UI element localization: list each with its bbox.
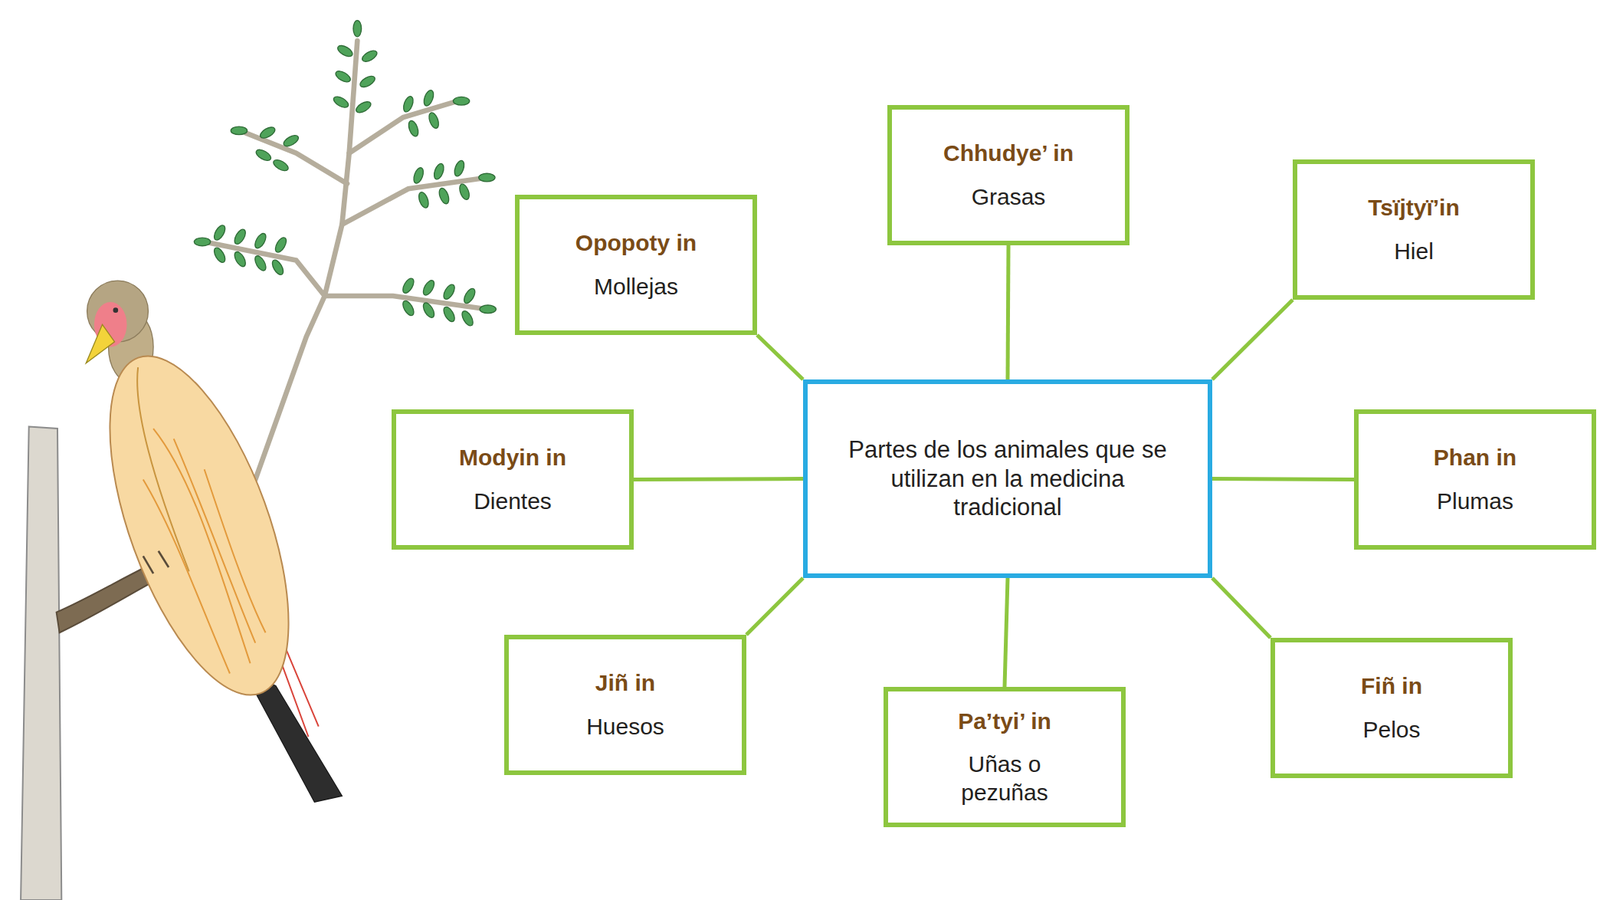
leaf: [459, 308, 476, 328]
connector-line: [1004, 577, 1008, 687]
category-box: Phan in Plumas: [1354, 409, 1597, 550]
leaf: [230, 126, 247, 135]
leaf: [193, 237, 210, 246]
leaf: [353, 20, 362, 37]
connector-line: [757, 334, 804, 380]
leaf: [270, 258, 286, 277]
branch: [209, 242, 325, 296]
leaves: [193, 20, 496, 328]
node-body: Huesos: [586, 712, 665, 741]
leaf: [478, 173, 496, 182]
node-body: Dientes: [473, 487, 552, 516]
bird-beak: [85, 324, 115, 364]
connector-line: [746, 577, 804, 635]
leaf: [462, 286, 478, 305]
leaf: [254, 147, 273, 163]
leaf: [400, 298, 417, 318]
branch: [245, 132, 348, 184]
leaf: [272, 157, 291, 174]
leaf: [232, 249, 248, 269]
node-body: Mollejas: [593, 272, 679, 302]
bird-eye: [113, 307, 119, 313]
node-heading: Fiñ in: [1360, 672, 1423, 701]
node-body: Uñas o pezuñas: [939, 750, 1070, 807]
leaf: [406, 119, 420, 138]
leaf: [452, 96, 469, 105]
node-heading: Jiñ in: [595, 668, 656, 698]
leaf: [400, 276, 417, 296]
node-heading: Phan in: [1433, 443, 1517, 473]
node-body: Plumas: [1436, 487, 1514, 516]
leaf: [212, 223, 228, 243]
category-box: Pa’tyi’ in Uñas o pezuñas: [883, 686, 1126, 827]
node-heading: Pa’tyi’ in: [957, 707, 1052, 736]
connector-line: [1212, 577, 1271, 638]
branch: [341, 178, 480, 225]
center-box: Partes de los animales que se utilizan e…: [803, 379, 1213, 578]
category-box: Tsïjtyï’inHiel: [1292, 159, 1535, 300]
bird-feet: [143, 550, 169, 574]
connector-line: [1212, 478, 1355, 480]
leaf: [422, 88, 436, 108]
wing-outline: [137, 367, 190, 571]
tree-trunk: [20, 426, 62, 900]
leaf: [334, 68, 353, 85]
leaf: [232, 227, 248, 246]
leaf: [252, 231, 269, 250]
category-box: Fiñ in Pelos: [1270, 637, 1513, 778]
leaf: [441, 304, 457, 324]
node-heading: Modyin in: [459, 443, 567, 473]
leaf: [281, 133, 301, 149]
branch: [324, 295, 480, 309]
node-heading: Chhudye’ in: [943, 139, 1074, 168]
node-body: Pelos: [1362, 715, 1420, 745]
leaf: [358, 74, 378, 90]
leaf: [416, 190, 430, 210]
leaf: [258, 124, 277, 141]
node-heading: Opopoty in: [575, 229, 697, 258]
leaf: [421, 278, 437, 297]
leaf: [273, 236, 289, 255]
connector-line: [1007, 245, 1009, 380]
leaf: [441, 282, 457, 302]
leaf: [360, 48, 379, 64]
leaf: [421, 301, 437, 320]
body-streaks: [143, 428, 266, 673]
node-body: Grasas: [971, 183, 1046, 212]
leaf: [437, 186, 451, 206]
leaf: [401, 95, 415, 114]
bird-body: [72, 334, 325, 718]
connector-line: [633, 478, 804, 480]
leaf: [452, 159, 466, 178]
bird: [72, 280, 342, 802]
leaf: [479, 304, 496, 314]
leaf: [427, 111, 441, 130]
leaf: [331, 94, 351, 110]
category-box: Chhudye’ in Grasas: [887, 104, 1130, 246]
leaf: [457, 182, 471, 201]
leaf: [354, 99, 373, 115]
node-heading: Tsïjtyï’in: [1367, 193, 1460, 223]
leaf: [252, 254, 269, 273]
category-box: Modyin in Dientes: [391, 409, 634, 550]
branch: [255, 40, 358, 479]
leaf: [335, 43, 355, 60]
category-box: Jiñ in Huesos: [504, 634, 747, 775]
leaf: [412, 166, 426, 185]
category-box: Opopoty in Mollejas: [514, 194, 758, 335]
leaf: [432, 162, 446, 181]
center-text: Partes de los animales que se utilizan e…: [842, 435, 1173, 522]
leaf: [212, 245, 228, 265]
connector-line: [1212, 299, 1293, 380]
node-body: Hiel: [1393, 237, 1434, 266]
